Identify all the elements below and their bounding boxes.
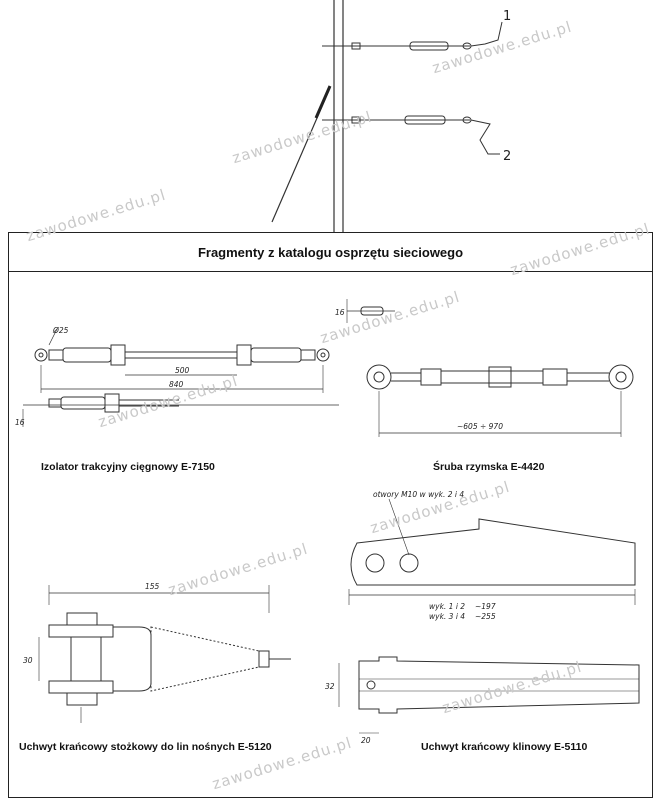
turnbuckle-drawing bbox=[346, 299, 634, 437]
conical-dim-30: 30 bbox=[23, 656, 33, 665]
insulator-dim-16: 16 bbox=[15, 418, 25, 427]
caption-conical-clamp: Uchwyt krańcowy stożkowy do lin nośnych … bbox=[19, 741, 272, 753]
insulator-dim-diameter: Ø25 bbox=[52, 326, 69, 335]
upper-wire bbox=[322, 21, 503, 51]
catalog-title: Fragmenty z katalogu osprzętu sieciowego bbox=[9, 233, 652, 272]
turnbuckle-dim-range: ~605 ÷ 970 bbox=[457, 422, 503, 431]
insulator-dim-840: 840 bbox=[169, 380, 184, 389]
insulator-drawing bbox=[22, 328, 339, 427]
caption-wedge-clamp: Uchwyt krańcowy klinowy E-5110 bbox=[421, 741, 588, 753]
wedge-dim-20: 20 bbox=[361, 736, 371, 745]
wedge-dim-wyk12: wyk. 1 i 2 bbox=[429, 602, 465, 611]
insulator-dim-500: 500 bbox=[175, 366, 190, 375]
conical-dim-155: 155 bbox=[145, 582, 160, 591]
label-2: 2 bbox=[503, 149, 511, 164]
turnbuckle-dim-16: 16 bbox=[335, 308, 345, 317]
label-1: 1 bbox=[503, 9, 511, 24]
wedge-dim-32: 32 bbox=[325, 682, 335, 691]
pole-brace-thick bbox=[314, 85, 332, 119]
catalog-drawings: Ø25 500 840 16 16 bbox=[15, 299, 640, 745]
pole-drawing: 1 2 bbox=[271, 0, 511, 232]
wedge-dim-wyk34: wyk. 3 i 4 bbox=[429, 612, 465, 621]
conical-clamp-drawing bbox=[38, 585, 291, 723]
catalog-panel: Fragmenty z katalogu osprzętu sieciowego bbox=[8, 232, 653, 798]
wedge-clamp-drawing bbox=[338, 498, 640, 734]
lower-wire bbox=[322, 115, 500, 155]
wedge-dim-holes: otwory M10 w wyk. 2 i 4 bbox=[373, 490, 464, 499]
caption-insulator: Izolator trakcyjny cięgnowy E-7150 bbox=[41, 461, 215, 473]
caption-turnbuckle: Śruba rzymska E-4420 bbox=[433, 461, 545, 473]
wedge-dim-255: ~255 bbox=[475, 612, 496, 621]
wedge-dim-197: ~197 bbox=[475, 602, 496, 611]
